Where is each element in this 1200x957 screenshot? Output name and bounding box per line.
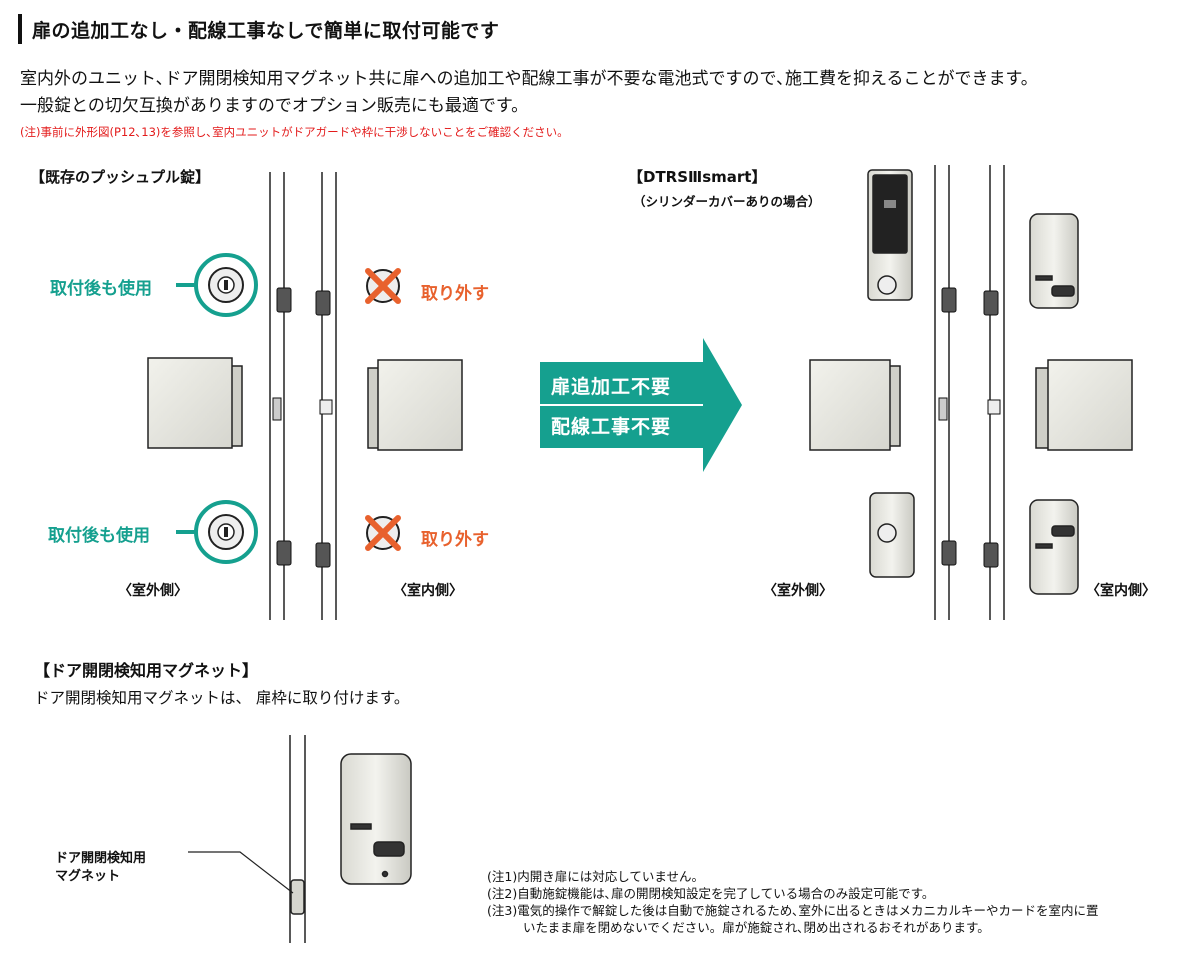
product-outdoor-handle-icon bbox=[809, 359, 901, 451]
product-indoor-handle-icon bbox=[1035, 359, 1133, 451]
indoor-thumbturn-unit-top-icon bbox=[1029, 213, 1079, 309]
intro-line-2: 一般錠との切欠互換がありますのでオプション販売にも最適です。 bbox=[20, 96, 529, 116]
magnet-indoor-unit-icon bbox=[340, 753, 412, 885]
product-subtitle: （シリンダーカバーありの場合） bbox=[633, 194, 821, 209]
magnet-callout-line-2: マグネット bbox=[55, 869, 121, 884]
title-accent-bar bbox=[18, 14, 22, 44]
magnet-description: ドア開閉検知用マグネットは、 扉枠に取り付けます。 bbox=[34, 689, 410, 707]
magnet-callout-label: ドア開閉検知用 マグネット bbox=[55, 850, 146, 886]
product-outdoor-label: 〈室外側〉 bbox=[763, 583, 833, 599]
magnet-callout-line-1: ドア開閉検知用 bbox=[55, 851, 147, 866]
product-indoor-label: 〈室内側〉 bbox=[1086, 583, 1156, 599]
cylinder-remove-bottom-icon bbox=[365, 515, 401, 551]
footnote-2: (注2)自動施錠機能は､扉の開閉検知設定を完了している場合のみ設定可能です。 bbox=[487, 886, 935, 901]
outdoor-cylinder-cover-icon bbox=[869, 492, 915, 578]
keep-label-bottom: 取付後も使用 bbox=[48, 526, 150, 546]
intro-text: 室内外のユニット､ドア開閉検知用マグネット共に扉への追加工や配線工事が不要な電池… bbox=[20, 66, 1038, 120]
existing-indoor-label: 〈室内側〉 bbox=[393, 583, 463, 599]
remove-label-bottom: 取り外す bbox=[421, 530, 489, 550]
remove-label-top: 取り外す bbox=[421, 284, 489, 304]
existing-indoor-handle-icon bbox=[367, 359, 463, 451]
indoor-thumbturn-unit-bottom-icon bbox=[1029, 499, 1079, 595]
arrow-text-no-drilling: 扉追加工不要 bbox=[551, 376, 672, 398]
page-title: 扉の追加工なし・配線工事なしで簡単に取付可能です bbox=[32, 19, 500, 42]
keep-label-top: 取付後も使用 bbox=[50, 279, 152, 299]
product-edge-hardware bbox=[938, 287, 1001, 568]
footnote-1: (注1)内開き扉には対応していません。 bbox=[487, 869, 704, 884]
footnote-3a: (注3)電気的操作で解錠した後は自動で施錠されるため､室外に出るときはメカニカル… bbox=[487, 903, 1099, 918]
cylinder-keep-bottom-icon bbox=[176, 500, 258, 564]
cylinder-remove-top-icon bbox=[365, 268, 401, 304]
arrow-text-no-wiring: 配線工事不要 bbox=[551, 416, 672, 438]
outdoor-reader-unit-icon bbox=[867, 169, 913, 301]
product-title: 【DTRSⅢsmart】 bbox=[628, 168, 767, 186]
existing-lock-title: 【既存のプッシュプル錠】 bbox=[30, 168, 211, 186]
existing-outdoor-handle-icon bbox=[147, 357, 243, 449]
cylinder-keep-top-icon bbox=[176, 253, 258, 317]
footnote-3b: いたまま扉を閉めないでください。扉が施錠され､閉め出されるおそれがあります。 bbox=[523, 920, 990, 935]
transition-arrow-icon bbox=[540, 338, 742, 472]
magnet-icon bbox=[290, 879, 305, 915]
section-header: 扉の追加工なし・配線工事なしで簡単に取付可能です bbox=[18, 14, 499, 44]
footnotes: (注1)内開き扉には対応していません。 (注2)自動施錠機能は､扉の開閉検知設定… bbox=[487, 868, 1098, 936]
existing-outdoor-label: 〈室外側〉 bbox=[118, 583, 188, 599]
intro-line-1: 室内外のユニット､ドア開閉検知用マグネット共に扉への追加工や配線工事が不要な電池… bbox=[20, 69, 1038, 89]
magnet-leader-line bbox=[188, 851, 294, 894]
magnet-door-frame bbox=[289, 735, 306, 943]
magnet-section-title: 【ドア開閉検知用マグネット】 bbox=[34, 661, 259, 680]
caution-note: (注)事前に外形図(P12､13)を参照し､室内ユニットがドアガードや枠に干渉し… bbox=[20, 125, 569, 139]
existing-edge-hardware bbox=[272, 287, 333, 568]
